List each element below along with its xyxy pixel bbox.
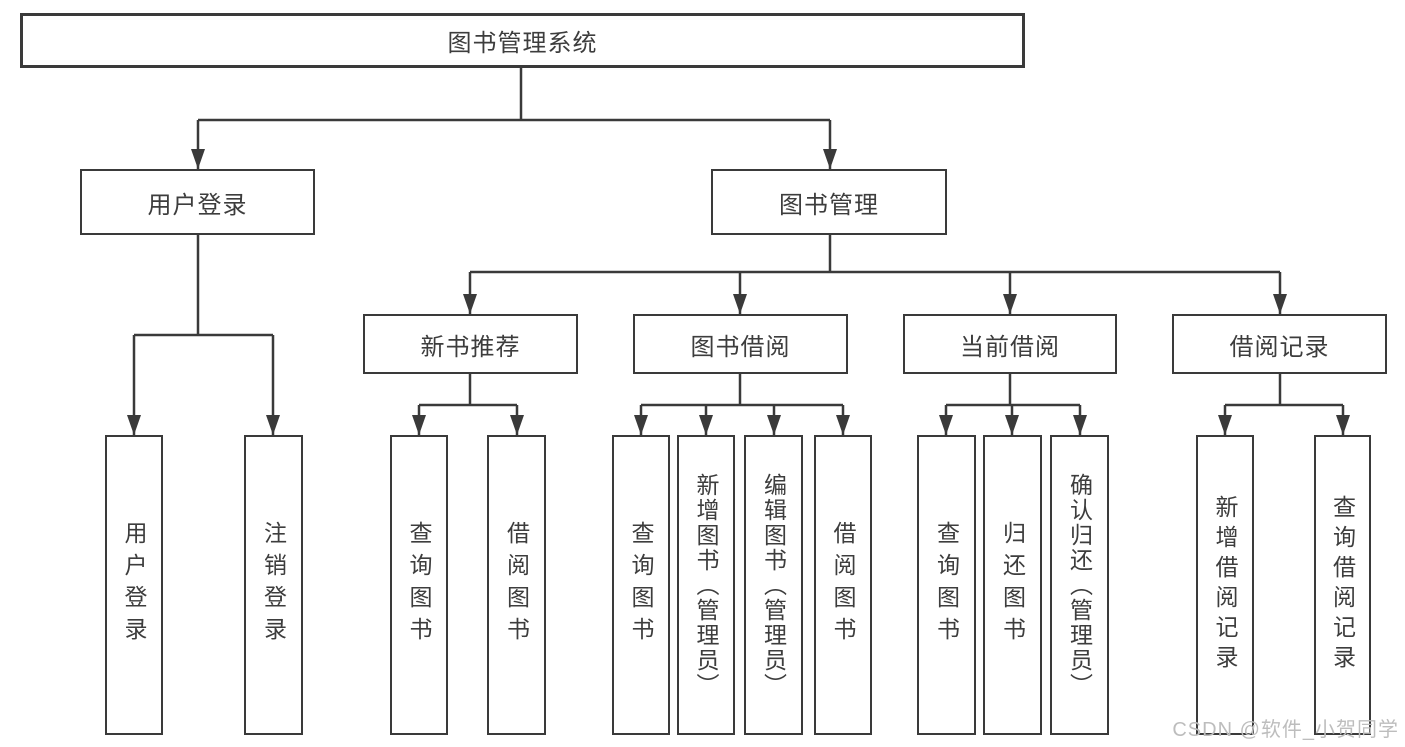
node-book-management: 图书管理 <box>711 169 947 235</box>
connector-book-management-children <box>463 235 1287 314</box>
leaf-confirm-return-admin-label: 确认归还（管理员） <box>1066 472 1093 698</box>
node-current-borrowing: 当前借阅 <box>903 314 1117 374</box>
leaf-add-borrow-record-label: 新增借阅记录 <box>1212 495 1238 675</box>
connector-user-login-children <box>127 235 280 435</box>
leaf-query-books-2-label: 查询图书 <box>628 521 654 649</box>
leaf-query-books-1-label: 查询图书 <box>406 521 432 649</box>
leaf-logout-label: 注销登录 <box>260 521 287 649</box>
leaf-confirm-return-admin: 确认归还（管理员） <box>1050 435 1109 735</box>
leaf-borrow-books-2-label: 借阅图书 <box>830 521 856 649</box>
leaf-return-books: 归还图书 <box>983 435 1042 735</box>
leaf-query-borrow-record: 查询借阅记录 <box>1314 435 1371 735</box>
leaf-add-borrow-record: 新增借阅记录 <box>1196 435 1254 735</box>
leaf-add-book-admin-label: 新增图书（管理员） <box>693 472 719 698</box>
leaf-query-books-3-label: 查询图书 <box>933 521 960 649</box>
connector-borrow-records-children <box>1218 374 1350 435</box>
leaf-edit-book-admin-label: 编辑图书（管理员） <box>760 472 787 698</box>
node-user-login: 用户登录 <box>80 169 315 235</box>
leaf-borrow-books-2: 借阅图书 <box>814 435 872 735</box>
leaf-borrow-books-1: 借阅图书 <box>487 435 546 735</box>
connector-new-book-children <box>412 374 524 435</box>
leaf-user-login-label: 用户登录 <box>121 521 147 649</box>
leaf-user-login: 用户登录 <box>105 435 163 735</box>
leaf-query-books-1: 查询图书 <box>390 435 448 735</box>
node-borrowing-records: 借阅记录 <box>1172 314 1387 374</box>
connector-current-borrowing-children <box>939 374 1087 435</box>
leaf-return-books-label: 归还图书 <box>999 521 1026 649</box>
leaf-query-books-2: 查询图书 <box>612 435 670 735</box>
leaf-add-book-admin: 新增图书（管理员） <box>677 435 735 735</box>
leaf-edit-book-admin: 编辑图书（管理员） <box>744 435 803 735</box>
node-new-book-recommendation: 新书推荐 <box>363 314 578 374</box>
leaf-borrow-books-1-label: 借阅图书 <box>503 521 530 649</box>
connector-root-to-level2 <box>191 68 837 169</box>
connector-book-borrowing-children <box>634 374 850 435</box>
csdn-watermark: CSDN @软件_小贺同学 <box>1172 719 1399 741</box>
leaf-query-borrow-record-label: 查询借阅记录 <box>1329 495 1356 675</box>
node-library-management-system: 图书管理系统 <box>20 13 1025 68</box>
leaf-query-books-3: 查询图书 <box>917 435 976 735</box>
leaf-logout: 注销登录 <box>244 435 303 735</box>
node-book-borrowing: 图书借阅 <box>633 314 848 374</box>
